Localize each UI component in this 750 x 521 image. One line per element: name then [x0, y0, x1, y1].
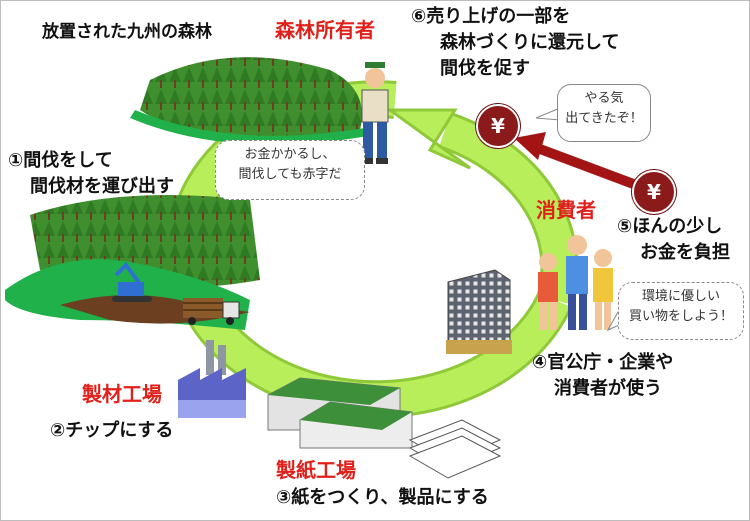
motivated-bubble-line2: 出てきたぞ！	[565, 110, 643, 126]
consumer-label: 消費者	[536, 198, 596, 222]
step6-line1: ⑥売り上げの一部を	[411, 6, 571, 27]
step5-line2: お金を負担	[640, 242, 730, 263]
sawmill-factory-icon	[178, 340, 246, 418]
owner-bubble-line1: お金かかるし、	[244, 147, 336, 162]
motivated-bubble-line1: やる気	[584, 91, 624, 106]
excavator-icon	[112, 261, 152, 302]
eco-speech-bubble: 環境に優しい 買い物をしよう！	[618, 282, 744, 340]
step1-line2: 間伐材を運び出す	[30, 176, 174, 197]
consumer-family-figure	[538, 235, 613, 330]
step2-text: ②チップにする	[50, 420, 174, 441]
step5-line1: ⑤ほんの少し	[617, 216, 723, 237]
forest-owner-figure	[361, 62, 389, 164]
step4-line2: 消費者が使う	[554, 378, 662, 399]
paper-stack-icon	[408, 419, 502, 479]
log-truck-icon	[183, 298, 240, 325]
step6-line2: 森林づくりに還元して	[440, 32, 620, 53]
upper-forest	[130, 57, 368, 145]
paper-mill-icon	[267, 377, 413, 449]
sawmill-label: 製材工場	[82, 382, 162, 406]
eco-bubble-line1: 環境に優しい	[641, 289, 720, 304]
cycle-arrowhead	[385, 108, 471, 170]
owner-speech-bubble: お金かかるし、 間伐しても赤字だ	[215, 140, 365, 200]
yen-coin-icon: ¥	[476, 104, 520, 148]
office-building-icon	[446, 269, 512, 354]
motivated-speech-bubble: やる気 出てきたぞ！	[557, 84, 651, 142]
eco-bubble-line2: 買い物をしよう！	[628, 308, 733, 324]
owner-bubble-line2: 間伐しても赤字だ	[238, 166, 342, 182]
step1-line1: ①間伐をして	[8, 150, 113, 171]
yen-coin-icon: ¥	[632, 170, 676, 214]
forest-owner-label: 森林所有者	[275, 18, 375, 42]
diagram-title: 放置された九州の森林	[42, 22, 212, 42]
money-flow-arrow	[514, 132, 638, 190]
step4-line1: ④官公庁・企業や	[532, 352, 674, 373]
step6-line3: 間伐を促す	[440, 58, 530, 79]
step3-text: ③紙をつくり、製品にする	[276, 487, 489, 508]
paper-mill-label: 製紙工場	[276, 458, 356, 482]
